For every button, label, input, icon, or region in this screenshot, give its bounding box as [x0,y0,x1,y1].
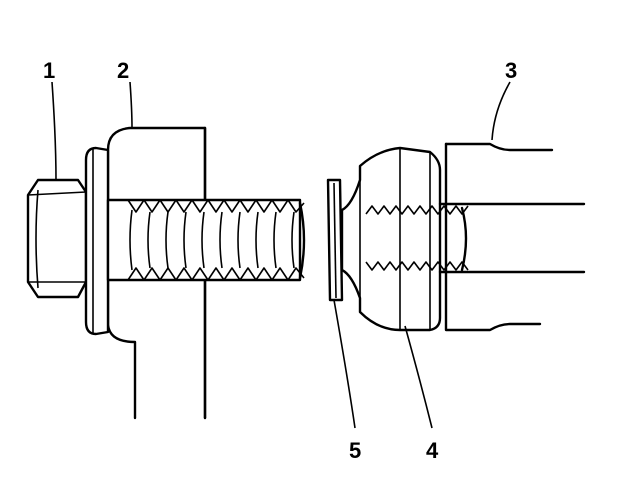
leader-lines [51,81,511,429]
callout-4: 4 [426,438,439,463]
callout-3: 3 [505,58,517,83]
leader-5 [333,299,356,429]
leader-2 [129,81,133,129]
leader-1 [51,81,57,181]
bolt-head [26,146,110,336]
leader-3 [491,81,511,141]
tube-nut [340,146,469,332]
fitting-body [438,142,586,332]
callout-2: 2 [117,58,129,83]
callout-1: 1 [43,58,55,83]
callout-5: 5 [349,438,361,463]
washer [326,178,344,302]
leader-4 [404,325,433,429]
bolt-shank [106,198,306,282]
